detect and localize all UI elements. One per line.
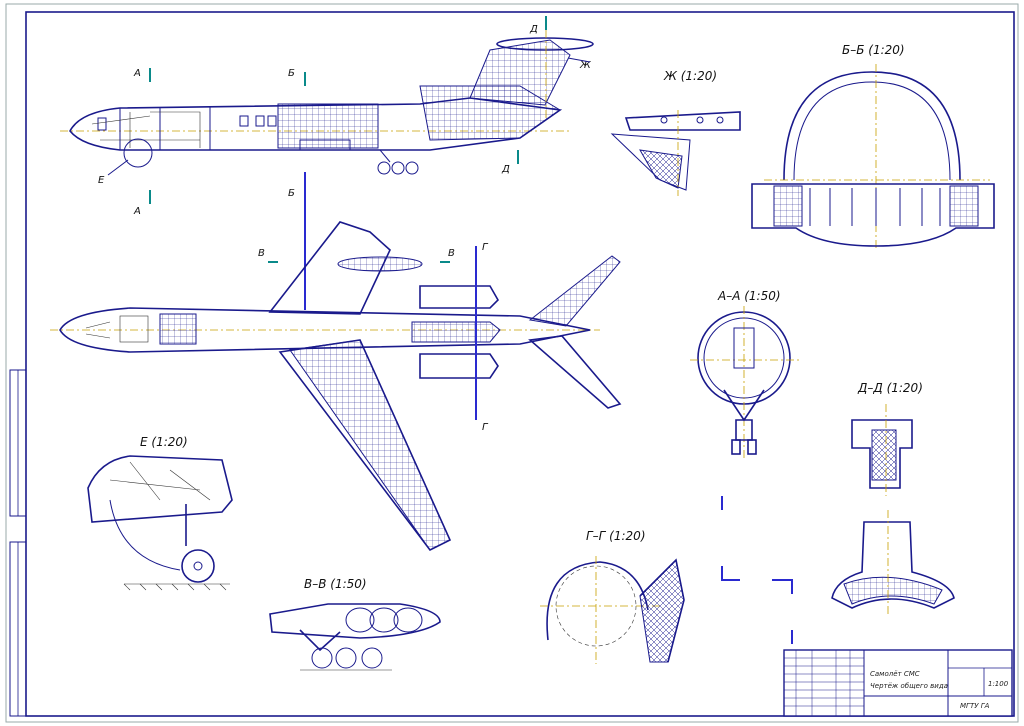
section-aa-title: А–А (1:50) (717, 289, 781, 303)
section-zh: Ж (1:20) (610, 69, 741, 196)
title-line1: Самолёт СМС (870, 670, 920, 678)
cut-markers-plan: В В Г Г (258, 242, 489, 433)
cut-label-zh: Ж (579, 60, 592, 71)
cut-label-b-bottom: Б (288, 188, 295, 199)
section-zh-title: Ж (1:20) (663, 69, 717, 83)
section-dd-title: Д–Д (1:20) (857, 381, 923, 395)
cut-label-a-top: А (133, 68, 141, 79)
cut-label-v-left: В (258, 248, 265, 259)
cut-label-a-bottom: А (133, 206, 141, 217)
section-dd: Д–Д (1:20) (831, 381, 955, 616)
plan-view (50, 221, 622, 552)
cut-label-g-top: Г (482, 242, 489, 253)
registration-marks (721, 496, 793, 644)
cut-label-e: Е (98, 175, 105, 186)
cut-markers-side: А А Б Б Д Д Ж Е (98, 16, 592, 310)
section-aa: А–А (1:50) (690, 289, 800, 460)
cut-label-g-bottom: Г (482, 422, 489, 433)
section-gg-title: Г–Г (1:20) (586, 529, 646, 543)
section-e: Е (1:20) (87, 435, 233, 591)
section-vv-title: В–В (1:50) (304, 577, 367, 591)
section-vv: В–В (1:50) (269, 577, 441, 671)
title-org: МГТУ ГА (960, 702, 990, 710)
cut-label-v-right: В (448, 248, 455, 259)
section-bb-title: Б–Б (1:20) (842, 43, 905, 57)
title-line2: Чертёж общего вида (870, 682, 948, 690)
drawing-frame (5, 3, 1019, 723)
section-gg: Г–Г (1:20) (540, 529, 685, 664)
cut-label-d-top: Д (529, 24, 538, 35)
side-view (60, 30, 594, 175)
section-bb: Б–Б (1:20) (751, 43, 995, 250)
cut-label-d-bottom: Д (501, 164, 510, 175)
title-scale: 1:100 (988, 680, 1009, 688)
section-e-title: Е (1:20) (140, 435, 188, 449)
title-block: Самолёт СМС Чертёж общего вида 1:100 МГТ… (783, 649, 1013, 717)
cut-label-b-top: Б (288, 68, 295, 79)
